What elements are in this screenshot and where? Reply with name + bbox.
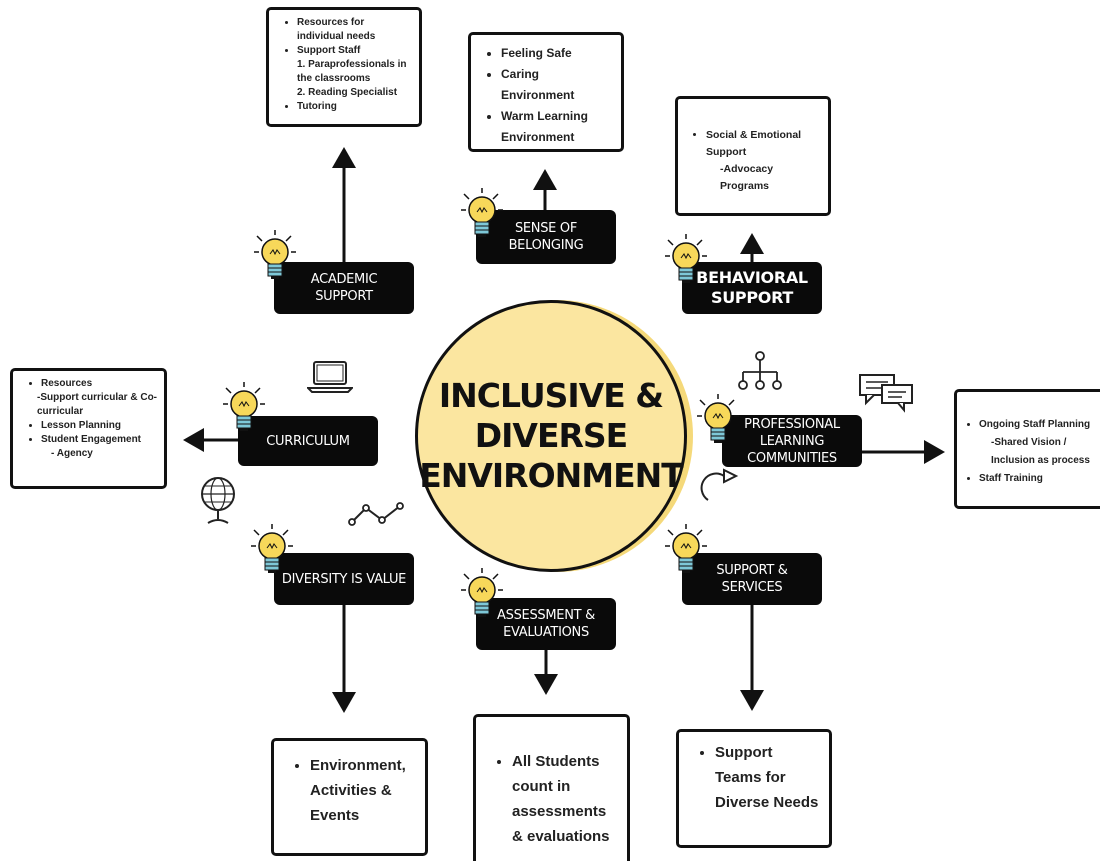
box-curriculum-item1: Resources [41,377,158,391]
box-curriculum-item3: Student Engagement [41,433,158,447]
node-sense-of-belonging-text: SENSE OF BELONGING [508,221,584,253]
node-behavioral-support: BEHAVIORAL SUPPORT [682,262,822,314]
cycle-arrow-icon [700,468,739,501]
box-belonging-item3: Warm Learning Environment [501,106,613,148]
box-curriculum-sub2: - Agency [51,448,93,459]
box-plc-item2: Staff Training [979,470,1096,488]
node-behavioral-support-text: BEHAVIORAL SUPPORT [696,268,808,307]
org-chart-icon [738,351,782,390]
chat-bubbles-icon [859,374,913,413]
box-curriculum-item2: Lesson Planning [41,419,158,433]
box-academic-sub2: 2. Reading Specialist [297,87,398,98]
node-diversity-is-value-text: DIVERSITY IS VALUE [281,571,407,587]
line-graph-icon [348,502,404,526]
box-belonging-item2: Caring Environment [501,64,613,106]
lightbulb-icon [665,234,707,283]
globe-icon [201,477,235,524]
node-diversity-is-value: DIVERSITY IS VALUE [274,553,414,605]
lightbulb-icon [223,382,265,431]
node-support-services: SUPPORT & SERVICES [682,553,822,605]
box-behavioral: Social & Emotional Support -Advocacy Pro… [675,96,831,216]
node-sense-of-belonging: SENSE OF BELONGING [476,210,616,264]
node-curriculum-text: CURRICULUM [266,433,350,449]
center-circle: INCLUSIVE & DIVERSE ENVIRONMENT [415,300,695,580]
box-support: Support Teams for Diverse Needs [676,729,832,848]
box-plc-item1: Ongoing Staff Planning [979,416,1096,434]
box-diversity: Environment, Activities & Events [271,738,428,856]
box-assessment: All Students count in assessments & eval… [473,714,630,861]
center-circle-shape [415,300,687,572]
node-assessment-evaluations: ASSESSMENT & EVALUATIONS [476,598,616,650]
center-title: INCLUSIVE & DIVERSE ENVIRONMENT [419,376,684,495]
box-plc: Ongoing Staff Planning -Shared Vision / … [954,389,1100,509]
node-academic-support-text: ACADEMIC SUPPORT [310,272,378,304]
box-academic-item2: Support Staff [297,44,413,58]
box-academic: Resources for individual needs Support S… [266,7,422,127]
node-assessment-evaluations-text: ASSESSMENT & EVALUATIONS [497,608,595,640]
box-curriculum-sub1: -Support curricular & Co-curricular [37,392,158,417]
box-behavioral-item1: Social & Emotional Support [706,127,822,161]
box-academic-item1: Resources for individual needs [297,16,413,44]
box-belonging-item1: Feeling Safe [501,43,613,64]
node-curriculum: CURRICULUM [238,416,378,466]
box-belonging: Feeling Safe Caring Environment Warm Lea… [468,32,624,152]
lightbulb-icon [461,568,503,617]
box-behavioral-sub1: -Advocacy Programs [720,163,774,192]
lightbulb-icon [461,188,503,237]
lightbulb-icon [254,230,296,279]
box-academic-item3: Tutoring [297,100,413,114]
box-academic-sub1: 1. Paraprofessionals in the classrooms [297,59,407,84]
box-assessment-item: All Students count in assessments & eval… [512,749,617,849]
lightbulb-icon [251,524,293,573]
node-support-services-text: SUPPORT & SERVICES [716,563,788,595]
box-support-item: Support Teams for Diverse Needs [715,740,819,815]
laptop-icon [307,361,353,393]
lightbulb-icon [697,394,739,443]
node-professional-learning-text: PROFESSIONAL LEARNING COMMUNITIES [744,416,840,466]
box-curriculum: Resources -Support curricular & Co-curri… [10,368,167,489]
box-plc-sub1: -Shared Vision / Inclusion as process [991,437,1090,466]
node-professional-learning: PROFESSIONAL LEARNING COMMUNITIES [722,415,862,467]
node-academic-support: ACADEMIC SUPPORT [274,262,414,314]
lightbulb-icon [665,524,707,573]
box-diversity-item: Environment, Activities & Events [310,753,415,828]
